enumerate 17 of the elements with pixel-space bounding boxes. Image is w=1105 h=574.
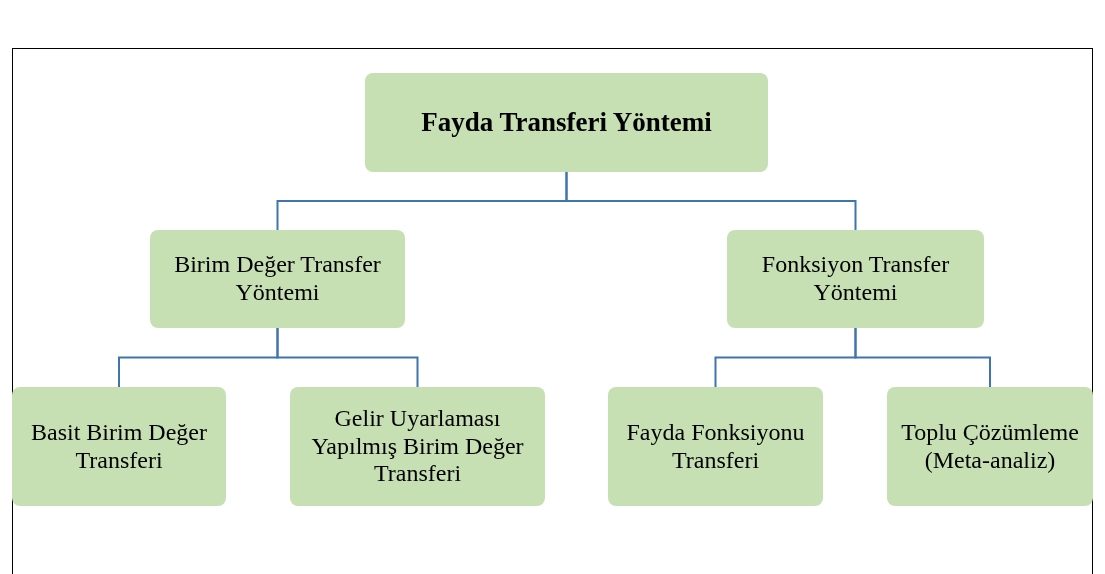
- box-label: Fayda Transferi Yöntemi: [421, 105, 712, 139]
- box-label: Gelir Uyarlaması Yapılmış Birim Değer Transferi: [310, 405, 525, 488]
- box-label: Fayda Fonksiyonu Transferi: [625, 418, 806, 475]
- box-label: Basit Birim Değer Transferi: [30, 418, 208, 475]
- category-box: [365, 73, 768, 172]
- category-box: [290, 387, 545, 506]
- box-label: Toplu Çözümleme (Meta-analiz): [900, 418, 1080, 475]
- category-box: [887, 387, 1093, 506]
- category-box: [12, 387, 226, 506]
- box-label: Fonksiyon Transfer Yöntemi: [760, 251, 951, 307]
- category-box: [150, 230, 405, 328]
- box-label: Birim Değer Transfer Yöntemi: [173, 251, 382, 307]
- connector-line: [854, 327, 991, 388]
- connector-line: [276, 327, 419, 388]
- connector-line: [565, 171, 857, 231]
- category-box: [727, 230, 984, 328]
- category-box: [608, 387, 823, 506]
